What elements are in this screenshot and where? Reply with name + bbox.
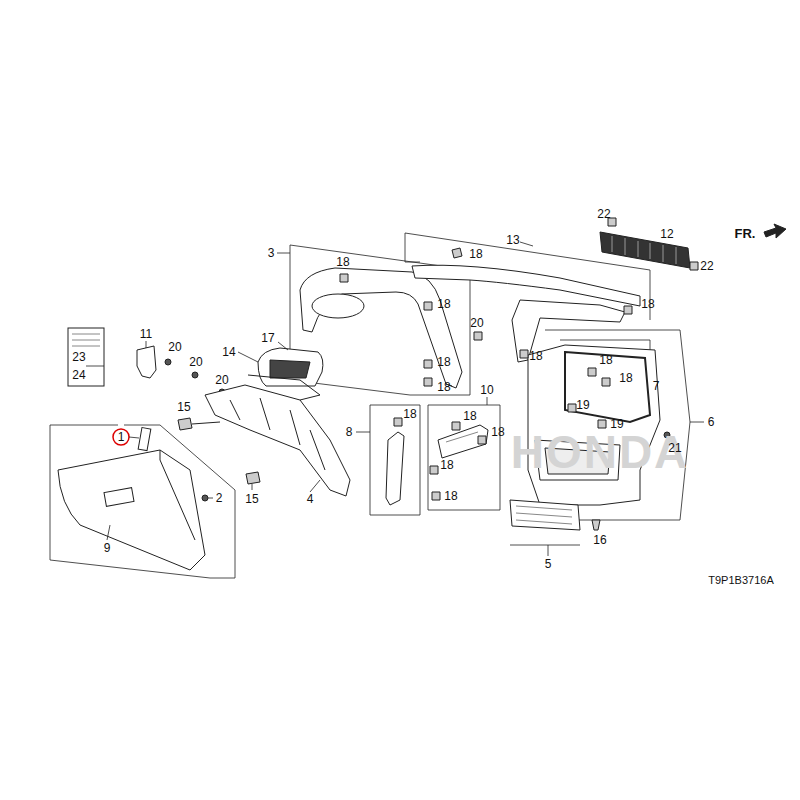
callout-number: 24 bbox=[72, 369, 85, 381]
callout-number: 3 bbox=[268, 247, 275, 259]
callout-number: 18 bbox=[529, 350, 542, 362]
callout-number: 18 bbox=[491, 426, 504, 438]
callout-number: 19 bbox=[610, 418, 623, 430]
callout-number: 8 bbox=[346, 426, 353, 438]
callout-number: 10 bbox=[480, 384, 493, 396]
callout-number: 9 bbox=[104, 542, 111, 554]
callout-number: 18 bbox=[469, 248, 482, 260]
callout-number: 12 bbox=[660, 228, 673, 240]
callout-number: 17 bbox=[261, 332, 274, 344]
callout-number: 6 bbox=[708, 416, 715, 428]
callout-number: 20 bbox=[470, 317, 483, 329]
callout-number: 18 bbox=[463, 410, 476, 422]
callout-number: 18 bbox=[440, 459, 453, 471]
callout-number: 11 bbox=[140, 328, 152, 340]
callout-number: 15 bbox=[245, 493, 258, 505]
callout-number: 18 bbox=[336, 256, 349, 268]
callout-number: 2 bbox=[216, 492, 223, 504]
callout-number: 15 bbox=[177, 401, 190, 413]
callout-number: 20 bbox=[168, 341, 181, 353]
callout-number: 1 bbox=[118, 431, 125, 443]
callout-number: 18 bbox=[437, 381, 450, 393]
callout-number: 23 bbox=[72, 351, 85, 363]
callout-number: 7 bbox=[653, 380, 660, 392]
direction-label: FR. bbox=[735, 227, 756, 240]
callout-number: 22 bbox=[597, 208, 610, 220]
callout-number: 21 bbox=[668, 442, 681, 454]
diagram-code: T9P1B3716A bbox=[708, 575, 773, 586]
callout-number: 19 bbox=[576, 399, 589, 411]
callout-number: 20 bbox=[189, 356, 202, 368]
callout-number: 18 bbox=[599, 354, 612, 366]
callout-number: 13 bbox=[506, 234, 519, 246]
callout-number: 18 bbox=[403, 408, 416, 420]
callout-number: 22 bbox=[700, 260, 713, 272]
callout-number: 14 bbox=[222, 346, 235, 358]
callout-number: 18 bbox=[444, 490, 457, 502]
callout-number: 20 bbox=[215, 374, 228, 386]
callout-number: 18 bbox=[619, 372, 632, 384]
callout-number: 18 bbox=[641, 298, 654, 310]
callout-number: 18 bbox=[437, 356, 450, 368]
callout-number: 4 bbox=[307, 493, 314, 505]
callout-number: 5 bbox=[545, 558, 552, 570]
callout-number: 16 bbox=[593, 534, 606, 546]
callout-number: 18 bbox=[437, 298, 450, 310]
watermark: HONDA bbox=[511, 429, 690, 475]
